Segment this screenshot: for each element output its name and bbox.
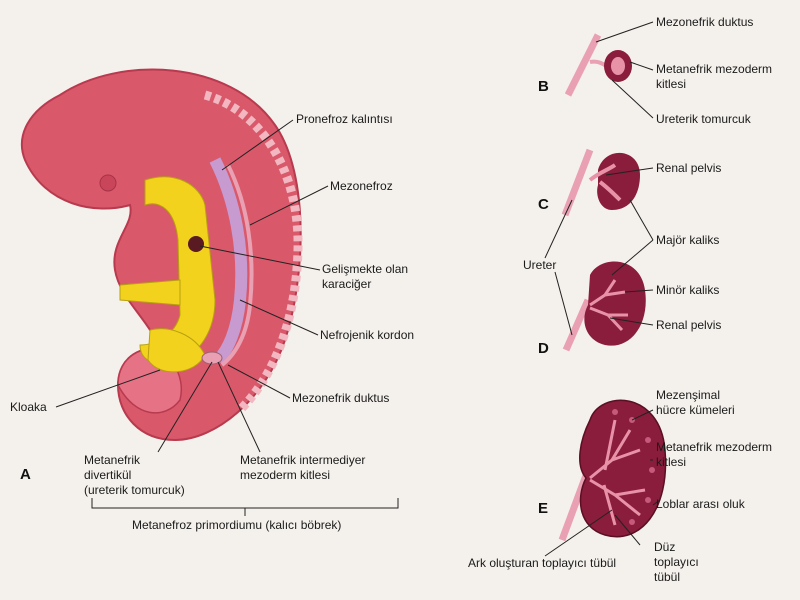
c-pelvis [588,163,622,202]
e-mesenchymal-clusters [612,409,655,525]
d-kidney [584,261,646,346]
e-tubules [589,419,646,526]
e-kidney [579,399,667,538]
label-divertikul-1: Metanefrik [84,453,141,467]
c-kidney [597,152,640,210]
panel-letter-a: A [20,466,31,483]
label-e-mezensimal-1: Mezenşimal [656,388,721,402]
leader-lines-d [554,239,654,336]
panel-e-figure [558,399,667,542]
leader-lines-b [595,21,654,119]
eye-spot [99,174,117,192]
label-kloaka: Kloaka [10,400,47,414]
label-e-duz-3: tübül [654,570,681,584]
label-e-mezensimal-2: hücre kümeleri [656,403,735,417]
label-e-duz-1: Düz [654,540,676,554]
label-karaciger-2: karaciğer [322,277,372,291]
leader-lines-c [544,167,654,259]
mesonephric-duct-a [220,164,254,367]
label-e-mezoderm-1: Metanefrik mezoderm [656,440,773,454]
label-minor: Minör kaliks [656,283,720,297]
b-duct [564,33,602,97]
label-e-ark: Ark oluşturan toplayıcı tübül [468,556,617,570]
label-b-mezoderm-2: kitlesi [656,77,687,91]
panel-d-figure [562,261,646,352]
label-karaciger-1: Gelişmekte olan [322,262,409,276]
label-ureter: Ureter [523,258,557,272]
label-primordium: Metanefroz primordiumu (kalıcı böbrek) [132,518,342,532]
label-mezonefrik-duktus-a: Mezonefrik duktus [292,391,390,405]
b-mesoderm-inner [611,57,625,75]
label-intermediyer-1: Metanefrik intermediyer [240,453,366,467]
panel-letter-b: B [538,78,549,95]
panel-b-figure [564,33,632,97]
c-ureter [561,148,594,217]
metanephric-bud [201,351,223,365]
liver-blob [188,236,204,252]
d-calyces [589,279,628,332]
label-b-ureterik: Ureterik tomurcuk [656,112,751,126]
label-c-renal: Renal pelvis [656,161,722,175]
label-d-renal: Renal pelvis [656,318,722,332]
somite-strip [203,90,303,414]
label-mezonefroz: Mezonefroz [330,179,393,193]
label-e-duz-2: toplayıcı [654,555,699,569]
panel-letter-e: E [538,500,549,517]
panel-letter-c: C [538,196,549,213]
label-divertikul-2: divertikül [84,468,132,482]
label-b-mezonefrik: Mezonefrik duktus [656,15,754,29]
label-b-mezoderm-1: Metanefrik mezoderm [656,62,773,76]
yolk-stalk [119,279,181,306]
embryo-figure [20,68,303,442]
label-pronefroz: Pronefroz kalıntısı [296,112,393,126]
label-e-mezoderm-2: kitlesi [656,455,687,469]
leader-lines-a [55,119,399,516]
d-ureter [562,298,592,352]
leader-lines-e [544,409,661,557]
panel-letter-d: D [538,340,549,357]
label-divertikul-3: (ureterik tomurcuk) [84,483,185,497]
label-nefrojenik: Nefrojenik kordon [320,328,415,342]
nephrogenic-cord [209,157,248,365]
label-e-loblar: Loblar arası oluk [656,497,745,511]
label-major: Majör kaliks [656,233,720,247]
label-intermediyer-2: mezoderm kitlesi [240,468,331,482]
panel-c-figure [561,148,640,217]
